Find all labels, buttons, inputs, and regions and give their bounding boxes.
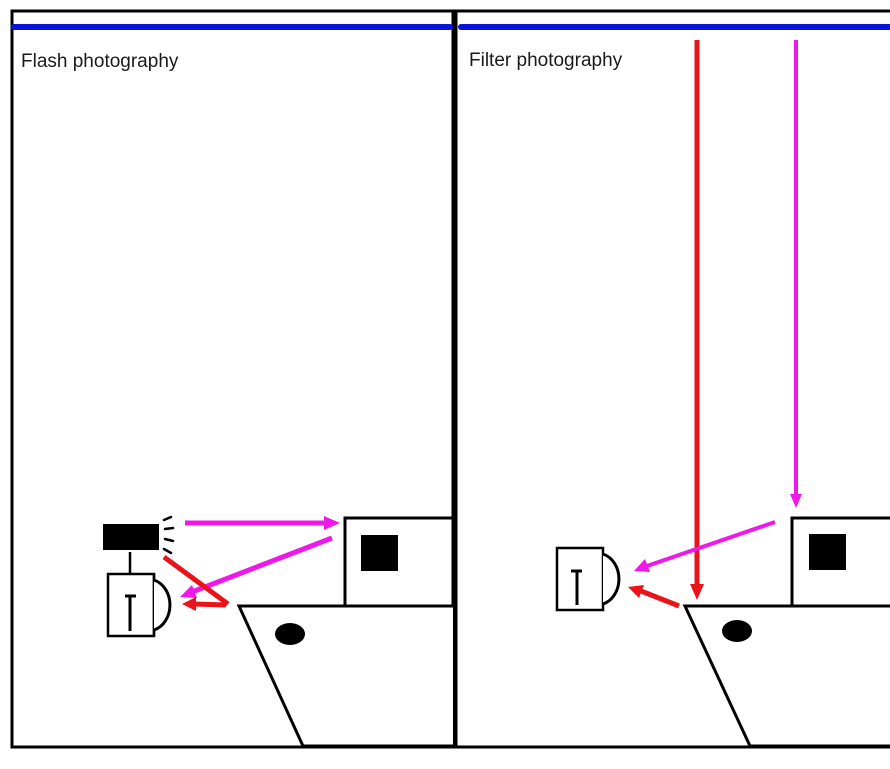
panel-title: Flash photography — [21, 51, 179, 72]
camera-lens — [153, 578, 172, 632]
panel-flash-photography: Flash photography — [10, 9, 455, 749]
flash-burst — [162, 515, 175, 555]
porthole-icon — [275, 623, 305, 645]
flash-light-rays — [162, 516, 340, 611]
panel-title: Filter photography — [469, 50, 623, 71]
boat-cabin — [790, 516, 890, 608]
magenta-ray-reflected — [191, 535, 333, 595]
panel-filter-photography: Filter photography — [454, 9, 890, 749]
cabin-window-icon — [809, 534, 846, 570]
cabin-window-icon — [361, 535, 398, 571]
red-ray-reflected — [193, 601, 227, 608]
camera-icon — [106, 552, 172, 638]
magenta-ray-reflected — [646, 520, 776, 568]
boat-icon — [236, 516, 455, 748]
porthole-icon — [722, 620, 752, 642]
camera-lens — [602, 552, 621, 606]
flash-head — [103, 524, 159, 550]
boat-icon — [682, 516, 890, 748]
sunlight-rays — [628, 40, 802, 609]
red-ray-reflected — [640, 588, 680, 609]
camera-icon — [555, 546, 621, 612]
red-ray-to-water — [162, 554, 230, 607]
flash-unit-icon — [103, 515, 175, 555]
camera-body — [555, 546, 605, 612]
